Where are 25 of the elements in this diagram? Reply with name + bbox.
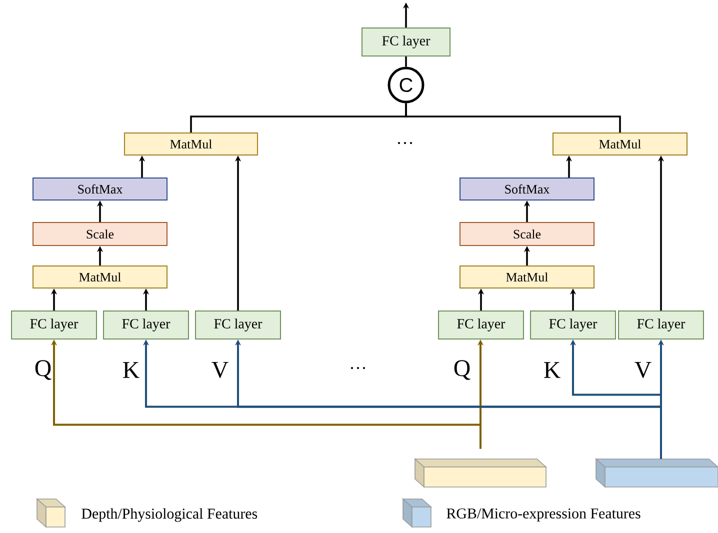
query-label: Q — [454, 360, 470, 380]
legend-text: RGB/Micro-expression Features — [446, 508, 640, 522]
key-label: K — [123, 362, 140, 378]
query-label: Q — [35, 360, 52, 380]
matmul-box: MatMul — [124, 132, 258, 156]
legend-text: Depth/Physiological Features — [82, 508, 258, 522]
fc-layer-box: FC layer — [618, 310, 704, 340]
ellipsis: … — [398, 142, 412, 144]
fc-layer-box: FC layer — [195, 310, 281, 340]
value-label: V — [212, 362, 228, 378]
fc-layer-box: FC layer — [103, 310, 189, 340]
matmul-box: MatMul — [460, 266, 594, 288]
fc-layer-box: FC layer — [438, 310, 524, 340]
matmul-box: MatMul — [552, 132, 688, 156]
matmul-box: MatMul — [32, 266, 168, 288]
scale-box: Scale — [460, 222, 594, 246]
scale-box: Scale — [32, 222, 168, 246]
key-label: K — [544, 362, 560, 378]
fc-layer-box: FC layer — [362, 28, 450, 56]
ellipsis: … — [350, 366, 366, 370]
value-label: V — [634, 362, 652, 378]
fc-layer-box: FC layer — [11, 310, 97, 340]
softmax-box: SoftMax — [460, 178, 594, 200]
fc-layer-box: FC layer — [530, 310, 616, 340]
softmax-box: SoftMax — [32, 178, 168, 200]
